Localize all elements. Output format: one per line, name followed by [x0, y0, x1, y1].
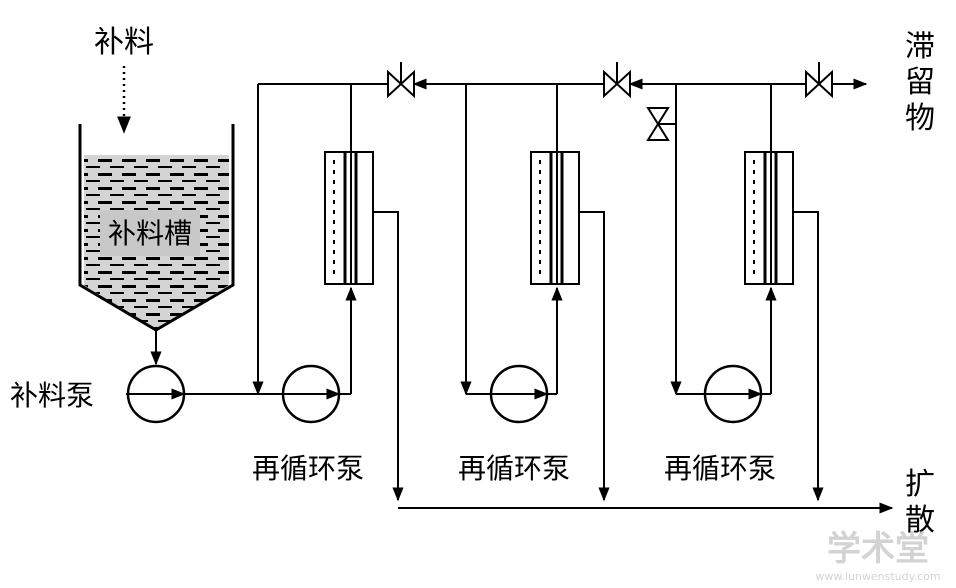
- valve-icon: [387, 62, 415, 99]
- svg-text:扩: 扩: [905, 467, 935, 502]
- stage-1: [252, 62, 466, 502]
- recirculation-pump-icon: [466, 364, 549, 424]
- svg-text:www.lunwenstudy.com: www.lunwenstudy.com: [815, 570, 940, 583]
- membrane-module-icon: [324, 151, 374, 285]
- svg-text:物: 物: [905, 101, 935, 136]
- bypass-valve-icon: [646, 107, 676, 141]
- recirculation-pump-icon: [676, 364, 763, 424]
- stage-3: [670, 62, 868, 502]
- feed-label: 补料: [94, 25, 154, 60]
- stage-2: [460, 62, 676, 502]
- recirc-pump-label-2: 再循环泵: [458, 452, 570, 485]
- watermark: 学术堂 www.lunwenstudy.com: [815, 529, 940, 583]
- diffusate-label: 扩 散: [905, 467, 935, 538]
- valve-icon: [805, 62, 833, 99]
- recirculation-pump-icon: [281, 364, 341, 424]
- svg-text:滞: 滞: [905, 29, 935, 64]
- membrane-module-icon: [744, 151, 794, 285]
- valve-icon: [603, 62, 631, 99]
- svg-text:学术堂: 学术堂: [827, 529, 929, 569]
- retentate-label: 滞 留 物: [905, 29, 935, 136]
- feed-tank: 补料槽: [78, 124, 235, 332]
- recirc-pump-label-3: 再循环泵: [664, 452, 776, 485]
- svg-text:散: 散: [905, 503, 935, 538]
- feed-tank-label: 补料槽: [108, 217, 192, 250]
- feed-pump-label: 补料泵: [10, 379, 94, 412]
- recirc-pump-label-1: 再循环泵: [252, 452, 364, 485]
- svg-text:留: 留: [905, 65, 935, 100]
- membrane-module-icon: [530, 151, 580, 285]
